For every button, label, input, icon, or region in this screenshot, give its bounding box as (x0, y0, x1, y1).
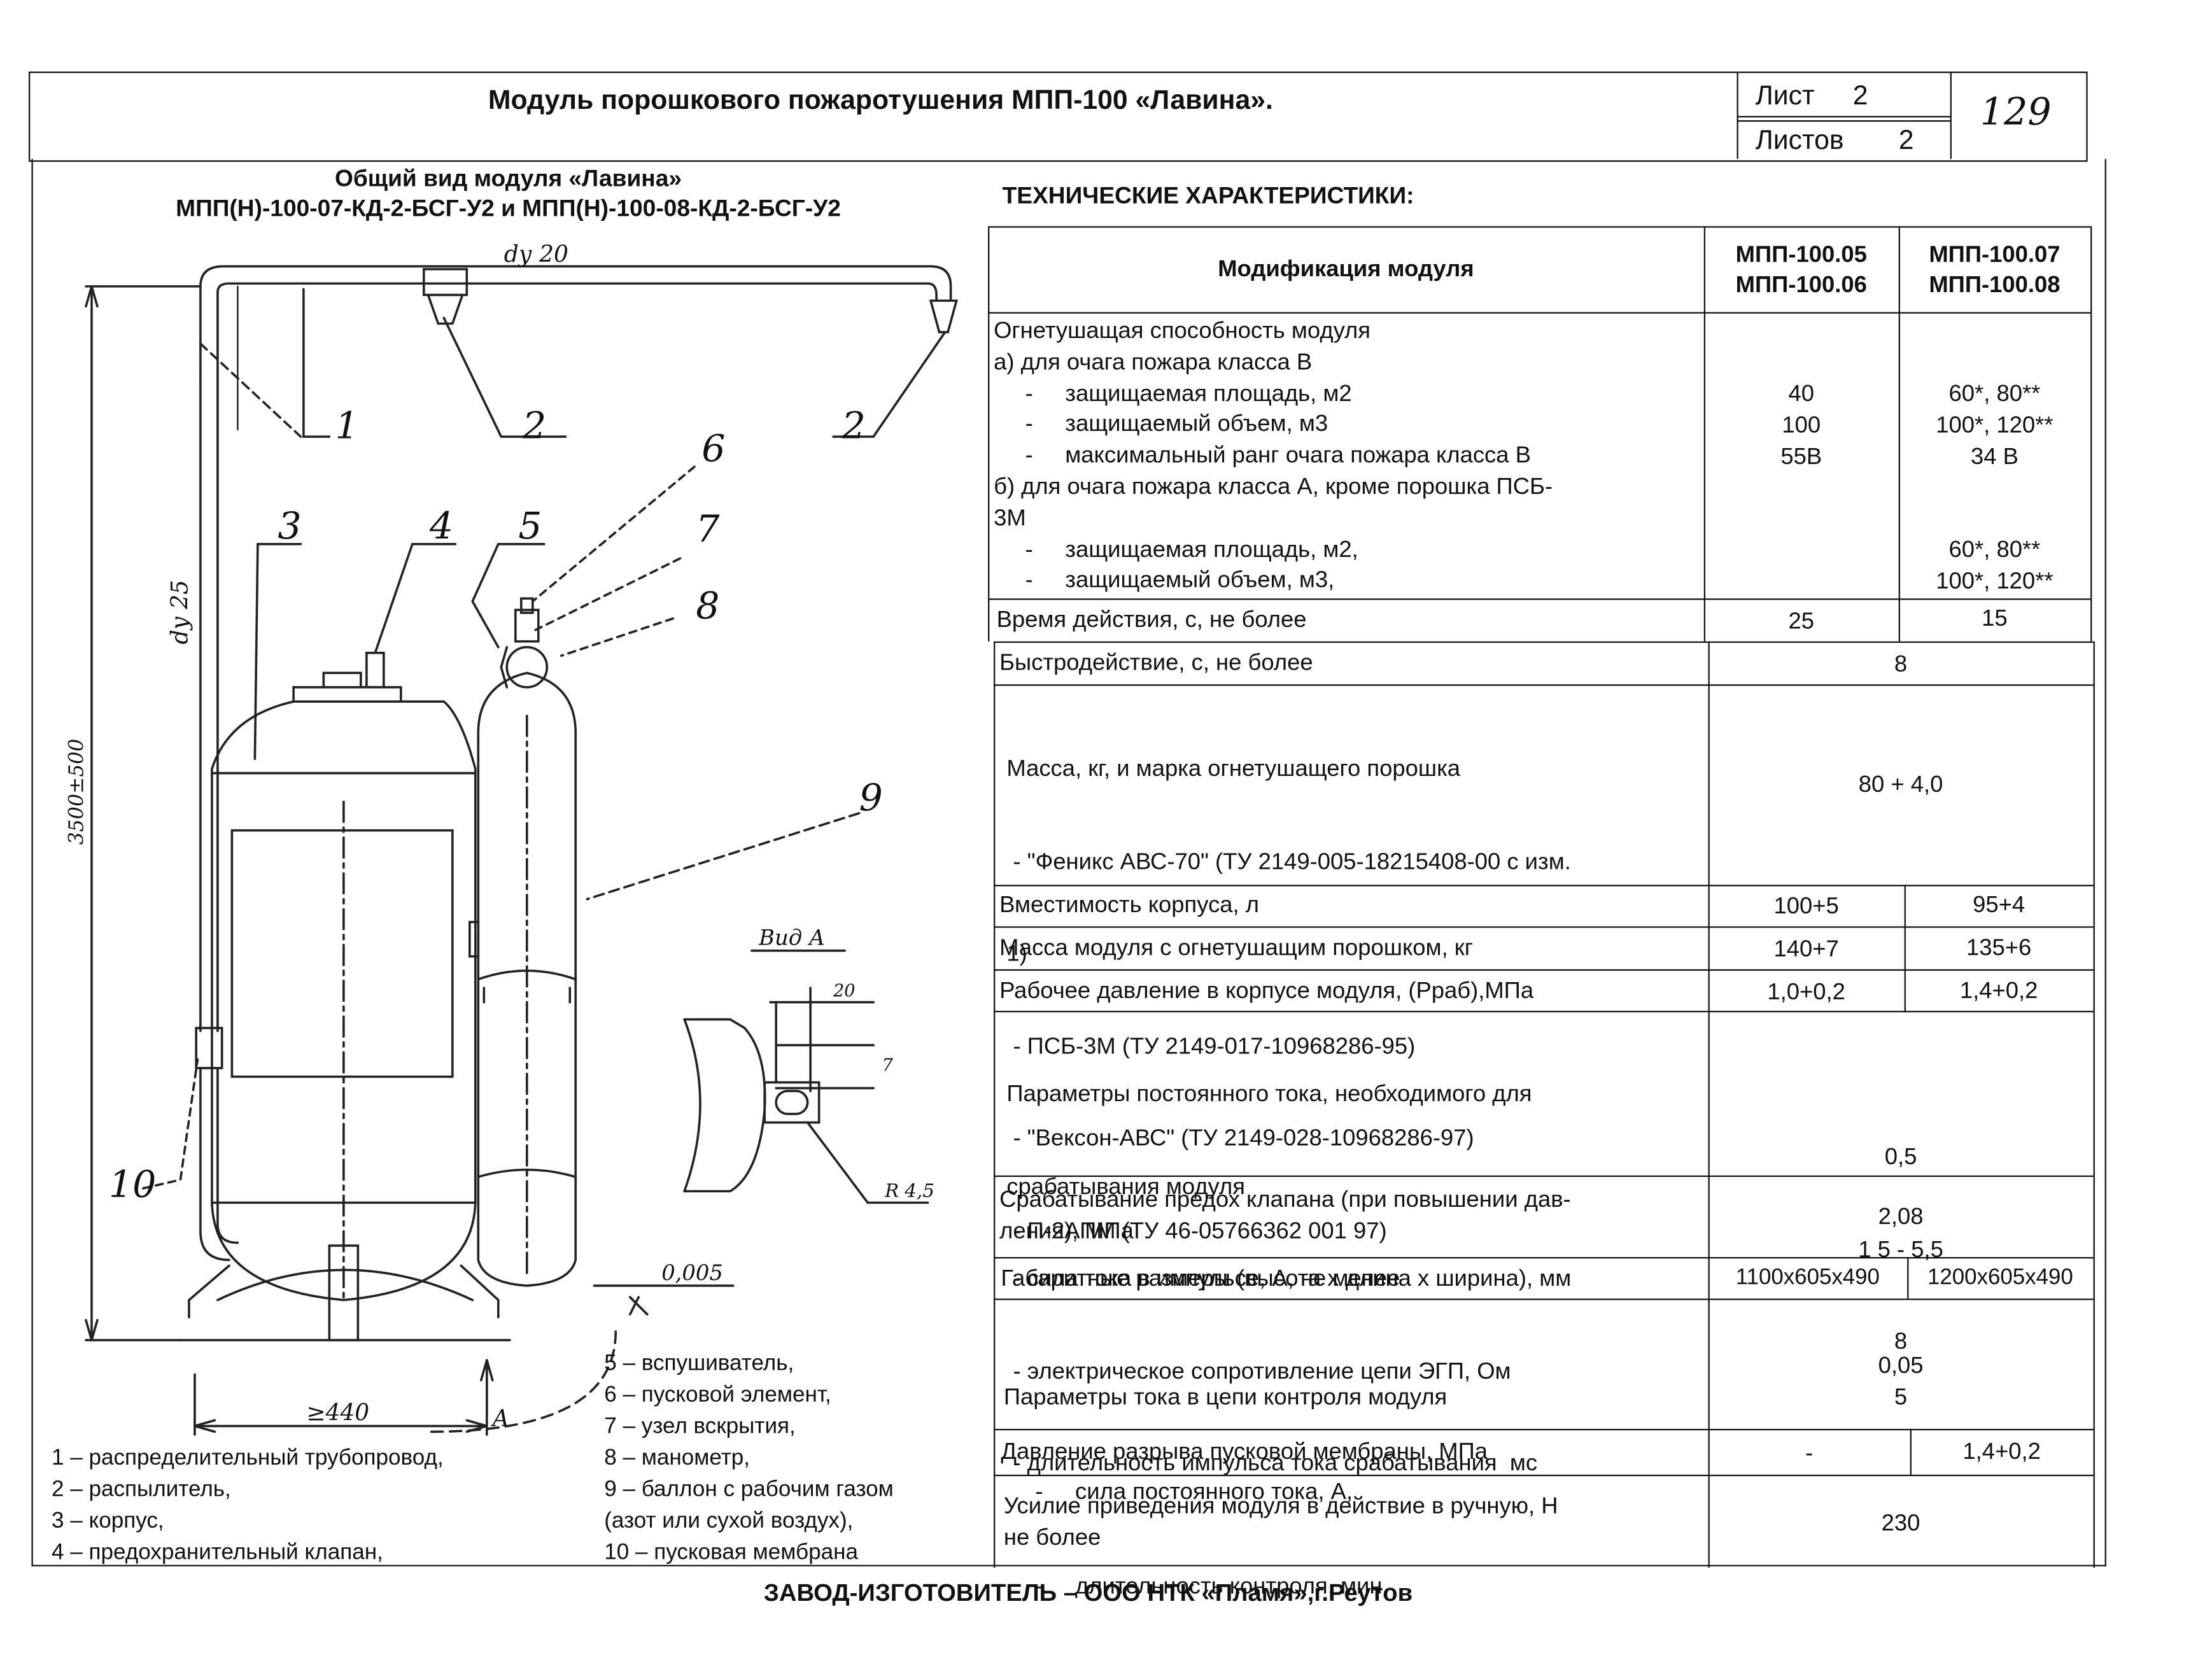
spec-row-dimensions-col1: 1100х605х490 (1735, 1265, 1880, 1290)
legend-item: 7 – узел вскрытия, (604, 1414, 796, 1439)
legend-left: 1 – распределительный трубопровод, 2 – р… (52, 1443, 444, 1569)
spec-row-manual-value: 230 (1881, 1510, 1920, 1537)
spec-row-capability-col1: 40 100 55В (1780, 381, 1822, 469)
spec-row-membrane-col1: - (1805, 1440, 1814, 1467)
legend-item: 1 – распределительный трубопровод, (51, 1445, 444, 1471)
spec-row-pressure-col2: 1,4+0,2 (1959, 978, 2038, 1004)
legend-item: 6 – пусковой элемент, (604, 1382, 831, 1408)
spec-row-powder-param: Масса, кг, и марка огнетушащего порошка … (1006, 756, 1571, 1244)
view-a-dim-top: 20 (833, 981, 855, 1001)
spec-row-capacity-param: Вместимость корпуса, л (999, 892, 1260, 918)
callout-8: 8 (696, 584, 719, 628)
legend-right: 5 – вспушиватель, 6 – пусковой элемент, … (604, 1349, 894, 1569)
dim-gap: 0,005 (661, 1260, 723, 1285)
spec-header-param: Модификация модуля (1218, 256, 1474, 283)
callout-7: 7 (696, 507, 720, 550)
dim-height: 3500±500 (65, 739, 88, 845)
spec-row-capacity-col1: 100+5 (1773, 893, 1839, 920)
legend-item: 9 – баллон с рабочим газом (604, 1477, 894, 1502)
spec-row-capability-col2: 60*, 80** 100*, 120** 34 В 60*, 80** 100… (1936, 381, 2053, 594)
specs-heading: ТЕХНИЧЕСКИЕ ХАРАКТЕРИСТИКИ: (1002, 183, 1414, 209)
arrow-a-label: A (491, 1405, 509, 1431)
sheet-value: 2 (1852, 81, 1868, 112)
spec-row-mass-param: Масса модуля с огнетушащим порошком, кг (999, 934, 1474, 961)
dim-top-pipe: dу 20 (504, 242, 568, 268)
spec-row-mass-col1: 140+7 (1773, 936, 1839, 962)
spec-row-response-param: Быстродействие, с, не более (999, 650, 1313, 676)
callout-2b: 2 (842, 404, 866, 447)
spec-row-time-col1: 25 (1788, 608, 1814, 635)
drawing-caption-2: МПП(Н)-100-07-КД-2-БСГ-У2 и МПП(Н)-100-0… (176, 196, 841, 222)
callout-5: 5 (518, 504, 542, 547)
spec-row-pressure-param: Рабочее давление в корпусе модуля, (Рраб… (999, 978, 1534, 1004)
manufacturer-footer: ЗАВОД-ИЗГОТОВИТЕЛЬ – ООО НТК «Пламя»,г.Р… (763, 1579, 1413, 1607)
spec-header-col1: МПП-100.05 МПП-100.06 (1735, 242, 1867, 298)
spec-row-pressure-col1: 1,0+0,2 (1767, 979, 1845, 1006)
spec-row-dc-param: Параметры постоянного тока, необходимого… (1006, 1081, 1538, 1477)
header-frame (28, 71, 2088, 162)
spec-row-dc-values: 0,5 1 5 - 5,5 8 (1858, 1144, 1943, 1354)
spec-row-manual-param: Усилие приведения модуля в действие в ру… (1003, 1493, 1558, 1551)
sheets-label: Листов (1755, 125, 1844, 157)
spec-row-time-col2: 15 (1982, 605, 2008, 631)
legend-item: (азот или сухой воздух), (604, 1509, 854, 1534)
spec-row-capacity-col2: 95+4 (1973, 892, 2025, 918)
sheets-value: 2 (1898, 125, 1914, 157)
callout-9: 9 (859, 776, 883, 819)
spec-row-dimensions-col2: 1200х605х490 (1927, 1265, 2073, 1290)
sheet-label: Лист (1755, 81, 1815, 112)
spec-row-membrane-col2: 1,4+0,2 (1962, 1438, 2041, 1465)
spec-row-time-param: Время действия, с, не более (996, 607, 1307, 633)
spec-row-membrane-param: Давление разрыва пусковой мембраны, МПа (1001, 1438, 1488, 1465)
legend-item: 3 – корпус, (51, 1509, 164, 1534)
view-a-dim-side: 7 (882, 1056, 894, 1076)
legend-item: 4 – предохранительный клапан, (51, 1540, 383, 1565)
callout-4: 4 (429, 504, 453, 547)
page-number: 129 (1980, 91, 2052, 135)
spec-row-capability-param: Огнетушащая способность модуля а) для оч… (994, 318, 1553, 594)
spec-row-powder-value: 80 + 4,0 (1858, 771, 1943, 798)
spec-header-col2: МПП-100.07 МПП-100.08 (1929, 242, 2061, 298)
callout-10: 10 (109, 1162, 156, 1206)
legend-item: 8 – манометр, (604, 1445, 750, 1471)
legend-item: 2 – распылитель, (51, 1477, 231, 1502)
view-a-title: Вид А (758, 925, 825, 950)
dim-width: ≥440 (306, 1400, 369, 1426)
callout-1: 1 (335, 404, 358, 447)
callout-6: 6 (701, 426, 725, 470)
module-drawing: 1 2 2 3 4 5 6 7 8 9 10 dу 20 dу 25 3500±… (65, 242, 958, 1436)
dim-riser: dу 25 (167, 580, 194, 644)
page-title: Модуль порошкового пожаротушения МПП-100… (488, 85, 1273, 116)
view-a-radius: R 4,5 (884, 1179, 934, 1201)
body-frame (31, 158, 2106, 1566)
spec-row-control-param: Параметры тока в цепи контроля модуля - … (1003, 1384, 1448, 1600)
callout-2a: 2 (522, 404, 546, 447)
spec-row-dimensions-param: Габаритные размеры (высота х длина х шир… (1001, 1265, 1572, 1291)
drawing-caption-1: Общий вид модуля «Лавина» (335, 165, 682, 192)
spec-row-control-values: 0,05 5 (1878, 1353, 1924, 1410)
spec-row-valve-param: Срабатывание предох клапана (при повышен… (999, 1186, 1571, 1244)
callout-3: 3 (278, 504, 301, 547)
spec-row-response-value: 8 (1894, 651, 1908, 677)
legend-item: 10 – пусковая мембрана (604, 1540, 859, 1565)
legend-item: 5 – вспушиватель, (604, 1351, 794, 1376)
spec-row-mass-col2: 135+6 (1966, 934, 2032, 961)
spec-row-valve-value: 2,08 (1878, 1204, 1924, 1230)
